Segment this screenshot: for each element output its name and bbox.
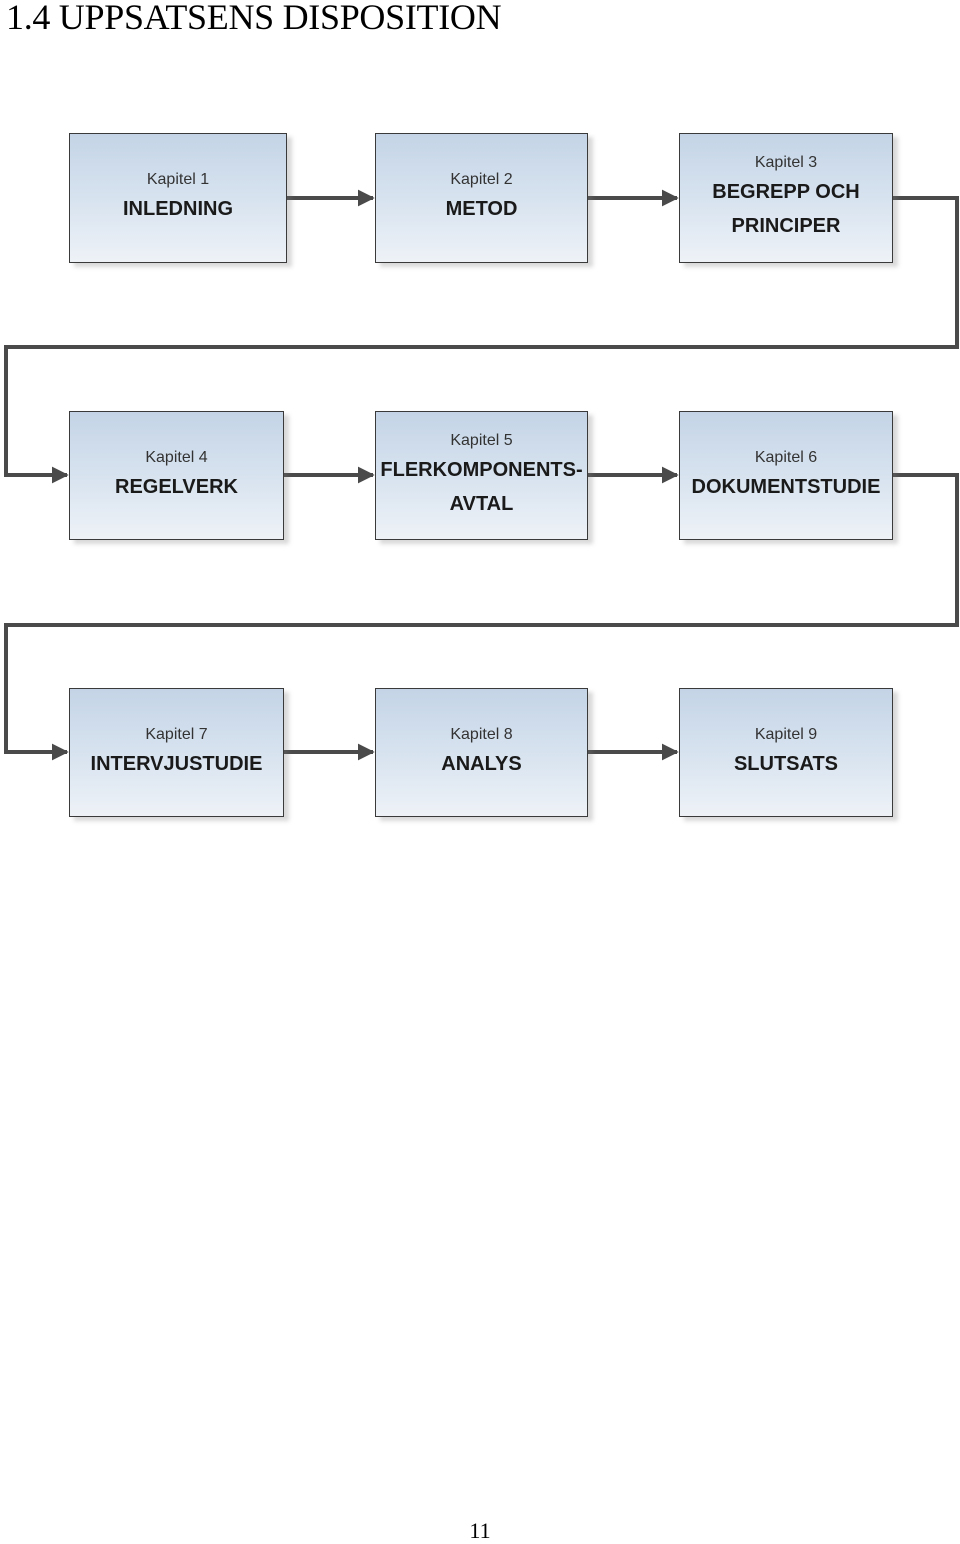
chapter-number: Kapitel 6 [754,448,818,466]
chapter-title: INLEDNING [123,198,233,220]
chapter-box-8: Kapitel 8 ANALYS [375,688,588,817]
chapter-box-3: Kapitel 3 BEGREPP OCH PRINCIPER [679,133,893,263]
chapter-title: FLERKOMPONENTS- AVTAL [380,458,583,515]
chapter-title: BEGREPP OCH PRINCIPER [712,181,860,237]
chapter-box-4: Kapitel 4 REGELVERK [69,411,284,540]
chapter-box-1: Kapitel 1 INLEDNING [69,133,287,263]
page-title: 1.4 UPPSATSENS DISPOSITION [6,0,502,37]
chapter-title: ANALYS [441,752,522,775]
chapter-number: Kapitel 8 [450,725,513,743]
chapter-title: INTERVJUSTUDIE [90,752,263,775]
chapter-number: Kapitel 9 [754,725,818,743]
chapter-number: Kapitel 2 [450,171,513,188]
chapter-title: METOD [445,198,518,220]
chapter-title: SLUTSATS [733,752,839,775]
chapter-box-9: Kapitel 9 SLUTSATS [679,688,893,817]
chapter-title: REGELVERK [115,475,238,498]
chapter-box-5: Kapitel 5 FLERKOMPONENTS- AVTAL [375,411,588,540]
chapter-number: Kapitel 3 [754,154,818,171]
chapter-number: Kapitel 1 [146,171,210,188]
chapter-box-6: Kapitel 6 DOKUMENTSTUDIE [679,411,893,540]
page-number: 11 [469,1518,491,1543]
chapter-number: Kapitel 4 [145,448,208,466]
arrow-6-to-7 [4,473,959,761]
chapter-box-2: Kapitel 2 METOD [375,133,588,263]
chapter-number: Kapitel 5 [450,431,513,449]
chapter-title: DOKUMENTSTUDIE [691,475,881,498]
chapter-number: Kapitel 7 [145,725,208,743]
arrow-3-to-4 [4,196,959,484]
chapter-box-7: Kapitel 7 INTERVJUSTUDIE [69,688,284,817]
